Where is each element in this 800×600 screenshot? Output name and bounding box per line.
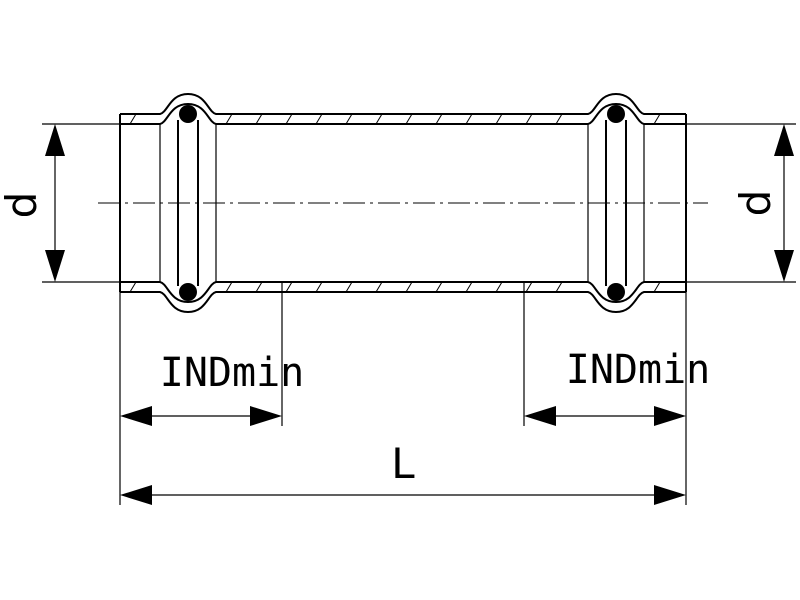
top-inner-wall <box>120 102 686 125</box>
top-outer-wall <box>120 92 686 115</box>
left-top-oring <box>179 105 197 123</box>
right-d-arrow-bottom <box>774 250 794 282</box>
right-ind-arrow-start <box>524 406 556 426</box>
right-bottom-oring <box>607 283 625 301</box>
overall-length-dimension: L <box>119 426 686 505</box>
left-diameter-dimension: d <box>0 123 120 283</box>
left-insertion-depth-dimension: INDmin <box>119 282 305 426</box>
coupling-body <box>119 92 687 314</box>
length-arrow-end <box>654 485 686 505</box>
right-d-arrow-top <box>774 124 794 156</box>
bottom-outer-wall <box>120 291 686 314</box>
right-insertion-depth-dimension: INDmin <box>523 282 711 505</box>
length-arrow-start <box>120 485 152 505</box>
left-d-arrow-bottom <box>45 250 65 282</box>
left-ind-arrow-start <box>120 406 152 426</box>
left-d-arrow-top <box>45 124 65 156</box>
right-diameter-dimension: d <box>686 123 796 283</box>
left-diameter-label: d <box>0 192 46 219</box>
right-diameter-label: d <box>731 190 780 217</box>
bottom-wall-hatching <box>129 281 661 293</box>
left-bottom-oring <box>179 283 197 301</box>
left-ind-arrow-end <box>250 406 282 426</box>
top-wall-hatching <box>129 113 661 125</box>
right-top-oring <box>607 105 625 123</box>
overall-length-label: L <box>391 439 415 488</box>
right-ind-arrow-end <box>654 406 686 426</box>
left-insertion-depth-label: INDmin <box>160 350 305 396</box>
right-insertion-depth-label: INDmin <box>566 347 711 393</box>
bottom-inner-wall <box>120 281 686 304</box>
